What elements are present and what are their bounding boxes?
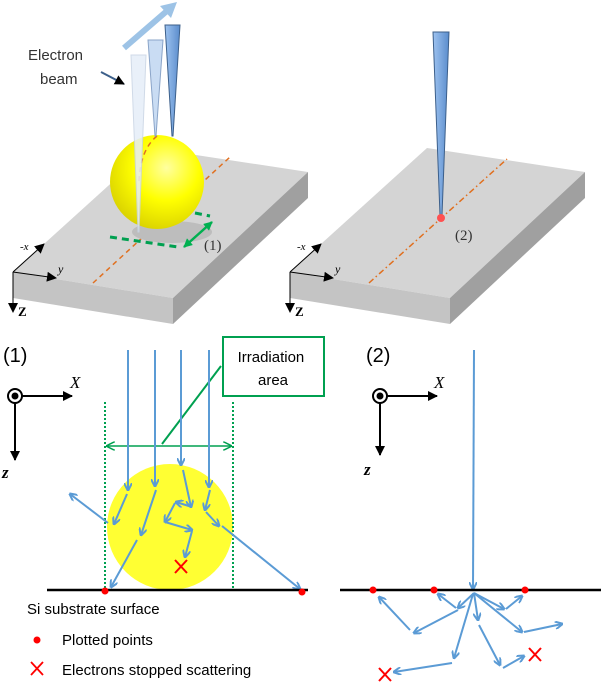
irradiation-area-outline	[109, 211, 213, 249]
electron-trajectories-1	[70, 350, 300, 589]
legend-red-x-icon	[30, 661, 44, 676]
axis-label-z: Z	[18, 304, 27, 319]
surface-label: Si substrate surface	[27, 601, 160, 618]
axis-label-x: X	[69, 373, 81, 392]
panel-label-2: (2)	[366, 345, 390, 367]
axes-3d-right	[285, 243, 334, 313]
legend-stopped-scattering: Electrons stopped scattering	[62, 662, 251, 679]
beam-spot	[437, 214, 445, 222]
plotted-point	[521, 586, 529, 594]
axis-label-z: z	[1, 463, 9, 482]
irradiation-callout-box	[222, 336, 325, 397]
plotted-point	[298, 588, 306, 596]
axes-2d-left	[7, 388, 73, 461]
axes-3d-left	[8, 243, 57, 313]
axis-label-y: y	[57, 262, 64, 276]
stopped-electron-marker	[528, 647, 542, 662]
stopped-electron-marker	[174, 559, 188, 574]
panel-label-1: (1)	[3, 345, 27, 367]
axis-label-y: y	[334, 262, 341, 276]
axis-label-z: Z	[295, 304, 304, 319]
axis-label-x: -x	[297, 241, 306, 253]
yellow-sphere	[110, 135, 204, 229]
electron-trajectories-2	[379, 349, 562, 672]
substrate-slab-right	[290, 148, 585, 324]
electron-beams-scanning	[100, 2, 181, 233]
stopped-electron-marker	[378, 667, 392, 682]
plotted-point	[369, 586, 377, 594]
axis-label-x: -x	[20, 241, 29, 253]
axis-label-x: X	[433, 373, 445, 392]
scan-line	[368, 158, 508, 284]
irradiation-area-label: Irradiation area	[238, 349, 309, 389]
axes-2d-right	[372, 388, 438, 456]
area-label-1: (1)	[204, 238, 222, 254]
legend-plotted-points: Plotted points	[62, 632, 153, 649]
plotted-point	[101, 587, 109, 595]
electron-beam-label: Electron beam	[28, 47, 87, 88]
yellow-sphere-cross-section	[107, 464, 233, 590]
axis-label-z: z	[363, 460, 371, 479]
legend-red-dot-icon	[33, 636, 41, 644]
point-label-2: (2)	[455, 228, 473, 244]
plotted-point	[430, 586, 438, 594]
